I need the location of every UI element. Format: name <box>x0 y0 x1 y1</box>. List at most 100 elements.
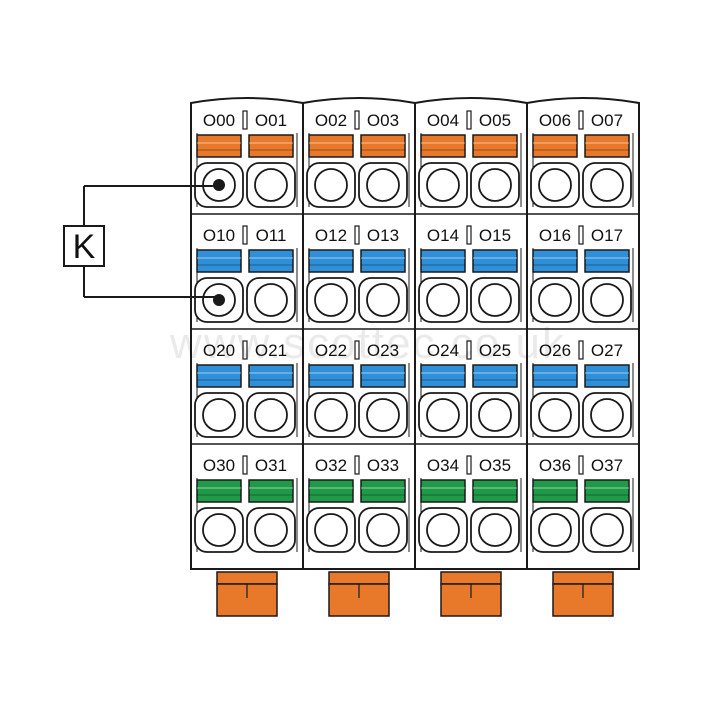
din-rail-foot-icon <box>328 571 390 585</box>
push-button-icon <box>584 364 630 388</box>
terminal-label: O20 <box>203 341 235 360</box>
wire-terminal-icon <box>538 283 572 317</box>
push-button-icon <box>472 249 518 273</box>
relay-box <box>63 225 105 267</box>
wire-terminal-icon <box>254 513 288 547</box>
terminal-label: O33 <box>367 456 399 475</box>
terminal-label: O27 <box>591 341 623 360</box>
label-divider <box>578 455 584 475</box>
wire-terminal-icon <box>538 513 572 547</box>
terminal-label: O35 <box>479 456 511 475</box>
din-rail-foot-icon <box>440 571 502 585</box>
wire-terminal-icon <box>202 513 236 547</box>
module-housing <box>526 97 640 570</box>
push-button-icon <box>248 134 294 158</box>
terminal-label: O00 <box>203 111 235 130</box>
terminal-label: O31 <box>255 456 287 475</box>
push-button-icon <box>196 479 242 503</box>
push-button-icon <box>420 479 466 503</box>
push-button-icon <box>472 134 518 158</box>
wire-terminal-icon <box>478 398 512 432</box>
push-button-icon <box>420 364 466 388</box>
push-button-icon <box>308 364 354 388</box>
terminal-label: O11 <box>256 226 287 245</box>
din-rail-foot-icon <box>216 571 278 585</box>
wire-terminal-icon <box>426 513 460 547</box>
push-button-icon <box>308 134 354 158</box>
terminal-label: O10 <box>203 226 235 245</box>
wire-terminal-icon <box>426 168 460 202</box>
push-button-icon <box>360 479 406 503</box>
terminal-label: O21 <box>255 341 287 360</box>
terminal-label: O06 <box>539 111 571 130</box>
wire-terminal-icon <box>254 283 288 317</box>
label-divider <box>354 455 360 475</box>
push-button-icon <box>196 134 242 158</box>
push-button-icon <box>584 479 630 503</box>
label-divider <box>354 340 360 360</box>
terminal-label: O30 <box>203 456 235 475</box>
label-divider <box>466 110 472 130</box>
push-button-icon <box>532 479 578 503</box>
push-button-icon <box>360 134 406 158</box>
relay-label: K <box>73 228 96 266</box>
push-button-icon <box>472 364 518 388</box>
terminal-label: O36 <box>539 456 571 475</box>
wire-connection-dot <box>213 179 225 191</box>
push-button-icon <box>248 364 294 388</box>
label-divider <box>242 455 248 475</box>
push-button-icon <box>196 249 242 273</box>
label-divider <box>578 225 584 245</box>
terminal-label: O01 <box>255 111 287 130</box>
terminal-label: O16 <box>539 226 571 245</box>
label-divider <box>466 225 472 245</box>
wire-terminal-icon <box>314 513 348 547</box>
wire-terminal-icon <box>202 398 236 432</box>
wire-terminal-icon <box>590 168 624 202</box>
push-button-icon <box>308 249 354 273</box>
wire-terminal-icon <box>426 398 460 432</box>
wire-terminal-icon <box>590 283 624 317</box>
terminal-label: O24 <box>427 341 459 360</box>
watermark: www.scottec.co.uk <box>169 319 566 368</box>
push-button-icon <box>308 479 354 503</box>
push-button-icon <box>420 134 466 158</box>
terminal-label: O37 <box>591 456 623 475</box>
terminal-label: O07 <box>591 111 623 130</box>
push-button-icon <box>584 134 630 158</box>
push-button-icon <box>420 249 466 273</box>
wire-terminal-icon <box>590 513 624 547</box>
wire-terminal-icon <box>366 513 400 547</box>
label-divider <box>242 110 248 130</box>
wire-terminal-icon <box>254 398 288 432</box>
terminal-label: O04 <box>427 111 459 130</box>
terminal-label: O23 <box>367 341 399 360</box>
terminal-label: O13 <box>367 226 399 245</box>
wire-terminal-icon <box>538 398 572 432</box>
terminal-label: O25 <box>479 341 511 360</box>
push-button-icon <box>532 134 578 158</box>
label-divider <box>578 340 584 360</box>
label-divider <box>242 225 248 245</box>
wire-terminal-icon <box>426 283 460 317</box>
push-button-icon <box>532 249 578 273</box>
push-button-icon <box>248 479 294 503</box>
terminal-label: O14 <box>427 226 459 245</box>
push-button-icon <box>584 249 630 273</box>
wire-terminal-icon <box>314 168 348 202</box>
wire-terminal-icon <box>478 168 512 202</box>
wire-terminal-icon <box>254 168 288 202</box>
push-button-icon <box>360 364 406 388</box>
wire-terminal-icon <box>314 398 348 432</box>
wire-terminal-icon <box>478 513 512 547</box>
terminal-label: O15 <box>479 226 511 245</box>
terminal-label: O32 <box>315 456 347 475</box>
din-rail-foot-icon <box>552 571 614 585</box>
terminal-label: O12 <box>315 226 347 245</box>
label-divider <box>354 110 360 130</box>
wire-connection-dot <box>213 294 225 306</box>
